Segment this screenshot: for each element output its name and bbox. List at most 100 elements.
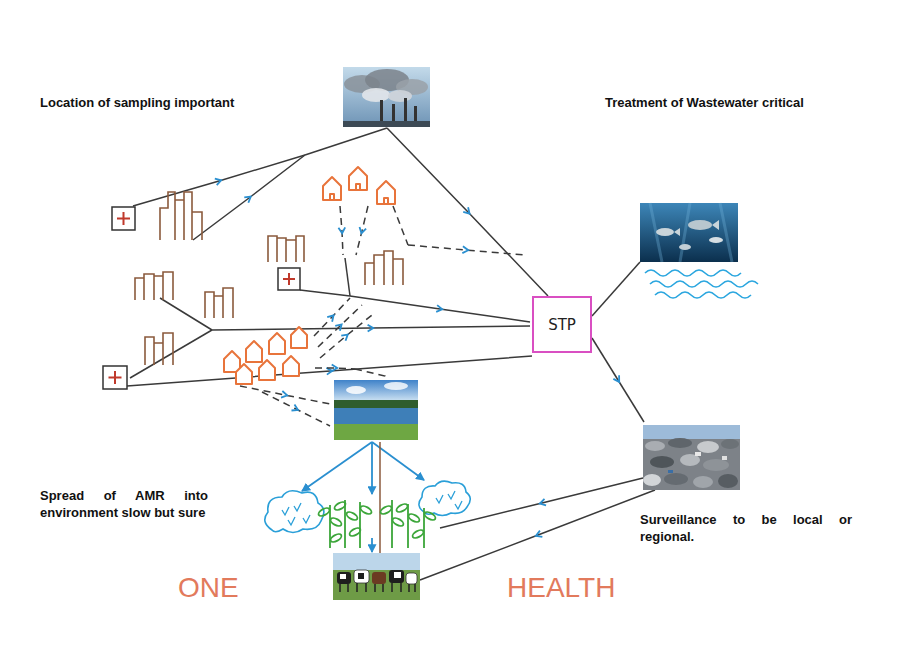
note-text: Location of sampling important <box>40 95 234 112</box>
houses-part <box>259 360 275 380</box>
houses-part <box>283 356 299 376</box>
solid-flow-lines-part <box>127 356 532 386</box>
city-buildings-part <box>205 288 233 318</box>
houses-part <box>349 167 367 190</box>
landfill-picture-part <box>643 425 740 490</box>
cows-picture-part <box>340 574 346 579</box>
lake-picture-part <box>334 380 418 402</box>
landfill-picture-part <box>668 470 673 473</box>
solid-flow-lines-part <box>592 262 640 316</box>
lake-arrows-part <box>302 442 372 491</box>
green-plants-part <box>359 504 372 515</box>
city-buildings-part <box>268 236 304 262</box>
houses-part <box>269 333 285 354</box>
lake-arrows-part <box>371 538 373 552</box>
dashed-flow-lines-part <box>356 206 368 255</box>
box-label: STP <box>548 316 576 334</box>
solid-flow-lines-part <box>300 290 350 296</box>
solid-flow-lines-part <box>345 258 350 296</box>
green-plants-part <box>423 510 436 521</box>
city-buildings-part <box>365 251 403 285</box>
solid-flow-lines <box>127 128 655 580</box>
cows-picture <box>333 553 420 600</box>
sea-picture <box>640 203 738 262</box>
solid-flow-lines-part <box>440 478 643 528</box>
check-marks <box>282 491 462 525</box>
lake-picture-part <box>334 400 418 409</box>
solid-flow-lines-part <box>387 128 548 296</box>
landfill-picture-part <box>722 456 727 460</box>
slogan-word: HEALTH <box>507 570 615 606</box>
factory-picture-part <box>362 88 390 102</box>
lake-to-cows-line <box>379 442 381 553</box>
solid-flow-lines-part <box>133 155 305 206</box>
landfill-picture-part <box>695 452 701 456</box>
cows-picture-part <box>337 572 351 584</box>
slogan-word: ONE <box>178 570 239 606</box>
note-text: Treatment of Wastewater critical <box>605 95 804 112</box>
landfill-picture-part <box>697 441 719 453</box>
dashed-flow-lines-part <box>393 206 408 245</box>
check-marks-part <box>282 503 310 525</box>
landfill-picture-part <box>645 441 665 451</box>
landfill-picture-part <box>721 439 739 449</box>
solid-flow-lines-part <box>305 128 387 155</box>
hospital-cross-part <box>109 371 122 384</box>
green-plants-part <box>348 526 361 537</box>
sea-picture-part <box>674 220 719 236</box>
dashed-flow-lines-part <box>315 368 355 369</box>
cows-picture-part <box>406 573 417 584</box>
sea-picture-part <box>688 220 712 230</box>
sea-picture-part <box>709 237 723 243</box>
lake-picture-part <box>384 382 408 390</box>
solid-flow-lines-part <box>592 338 644 422</box>
hospital-symbol-part <box>112 207 135 230</box>
dashed-flow-lines-part <box>340 206 343 255</box>
bush-outline <box>265 481 470 532</box>
lake-arrows <box>302 442 424 552</box>
solid-flow-lines-part <box>193 155 305 240</box>
cows-picture-part <box>354 570 369 583</box>
water-waves-part <box>645 270 741 276</box>
sea-picture-part <box>640 203 738 262</box>
lake-picture-part <box>334 408 418 426</box>
landfill-picture-part <box>693 476 713 488</box>
cows-picture-part <box>358 573 364 579</box>
lake-picture <box>334 380 418 440</box>
solid-flow-lines-part <box>130 330 212 378</box>
note-text: Surveillance to be local or regional. <box>640 512 852 546</box>
water-waves <box>645 270 758 298</box>
cows-picture-part <box>389 570 404 583</box>
cows-picture-part <box>372 572 386 584</box>
dashed-flow-lines-part <box>408 245 525 255</box>
city-buildings-part <box>135 272 173 300</box>
houses-part <box>323 177 341 200</box>
sea-picture-part <box>679 244 691 250</box>
check-marks-part <box>436 491 462 509</box>
cows-picture-part <box>340 583 415 592</box>
green-plants-part <box>333 500 346 511</box>
water-waves-part <box>650 281 758 287</box>
green-plants-part <box>329 516 342 527</box>
green-plants-part <box>391 516 404 527</box>
cows-picture-part <box>333 570 420 600</box>
hospital-cross-part <box>283 273 295 285</box>
houses-part <box>291 327 307 348</box>
sea-picture-part <box>656 228 674 236</box>
hospital-symbol-part <box>103 366 127 389</box>
dashed-flow-lines <box>240 206 525 426</box>
landfill-picture-part <box>668 438 692 448</box>
houses-part <box>236 364 252 384</box>
green-plants-part <box>329 532 342 543</box>
factory-picture-part <box>343 121 430 127</box>
factory-picture <box>343 67 430 127</box>
landfill-picture-part <box>664 473 688 485</box>
city-buildings-part <box>145 333 173 365</box>
city-buildings-part <box>160 192 202 240</box>
dashed-flow-lines-part <box>240 386 330 404</box>
hospital-cross-part <box>117 212 130 225</box>
green-plants-part <box>379 504 392 515</box>
lake-arrows-part <box>371 442 373 494</box>
solid-flow-lines-part <box>212 326 530 330</box>
